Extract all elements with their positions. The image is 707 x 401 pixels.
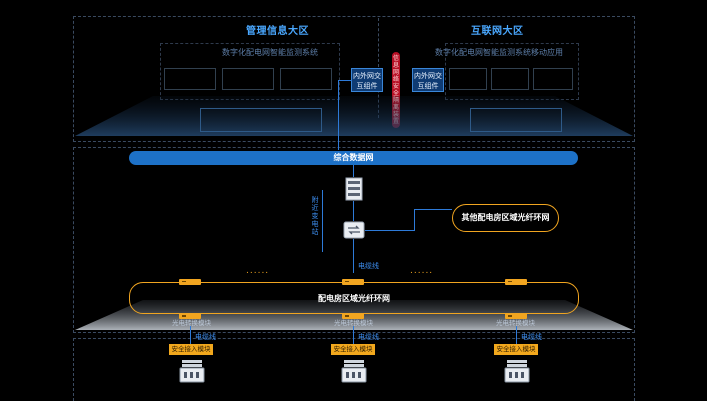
uplink-line [338, 80, 339, 150]
module-box [164, 68, 216, 90]
switch-icon [342, 305, 364, 319]
ellipsis-left: ...... [246, 266, 270, 276]
exchange-component-left: 内外网交互组件 [351, 68, 383, 92]
switch-icon [179, 271, 201, 285]
down-link [353, 326, 354, 344]
management-zone-title: 管理信息大区 [246, 26, 309, 37]
bus-to-server-line [353, 165, 354, 177]
down-link [516, 326, 517, 344]
bottom-zone-frame [73, 338, 635, 401]
platform-box [200, 108, 322, 132]
device-icon [179, 358, 205, 384]
fiber-line-label: 电缆线 [521, 333, 542, 341]
top-platform [75, 96, 633, 136]
management-system-title: 数字化配电网智能监测系统 [222, 48, 318, 57]
module-box [449, 68, 487, 90]
fiber-line-label: 电缆线 [358, 262, 379, 270]
platform-box [470, 108, 562, 132]
switch-icon [342, 271, 364, 285]
down-link [190, 326, 191, 344]
device-icon [341, 358, 367, 384]
server-icon [345, 177, 363, 201]
switch-icon [505, 305, 527, 319]
switch-module-label: 光电转换模块 [334, 319, 373, 327]
other-ring-link [365, 230, 415, 231]
router-to-ring-line [353, 239, 354, 273]
other-fiber-ring: 其他配电房区域光纤环网 [452, 204, 559, 232]
internet-system-title: 数字化配电网智能监测系统移动应用 [435, 48, 563, 57]
substation-label: 附近变电站 [311, 196, 319, 236]
safe-access-module: 安全接入模块 [331, 344, 375, 355]
middle-zone-frame [73, 147, 635, 333]
exchange-component-right: 内外网交互组件 [412, 68, 444, 92]
switch-module-label: 光电转换模块 [496, 319, 535, 327]
switch-icon [505, 271, 527, 285]
switch-icon [179, 305, 201, 319]
safe-access-module: 安全接入模块 [494, 344, 538, 355]
fiber-line-label: 电缆线 [195, 333, 216, 341]
module-box [491, 68, 529, 90]
uplink-line [338, 80, 352, 81]
fiber-ring-label: 配电房区域光纤环网 [318, 294, 390, 303]
router-icon [343, 221, 365, 239]
module-box [280, 68, 332, 90]
module-box [222, 68, 274, 90]
server-to-router-line [353, 201, 354, 221]
other-ring-link [414, 209, 452, 210]
substation-line [322, 190, 323, 252]
other-ring-link [414, 209, 415, 230]
safe-access-module: 安全接入模块 [169, 344, 213, 355]
top-zone-frame [73, 16, 635, 142]
fiber-line-label: 电缆线 [358, 333, 379, 341]
ellipsis-right: ...... [410, 266, 434, 276]
data-network-bus: 综合数据网 [129, 151, 578, 165]
switch-module-label: 光电转换模块 [172, 319, 211, 327]
internet-zone-title: 互联网大区 [471, 26, 524, 37]
module-box [533, 68, 573, 90]
device-icon [504, 358, 530, 384]
